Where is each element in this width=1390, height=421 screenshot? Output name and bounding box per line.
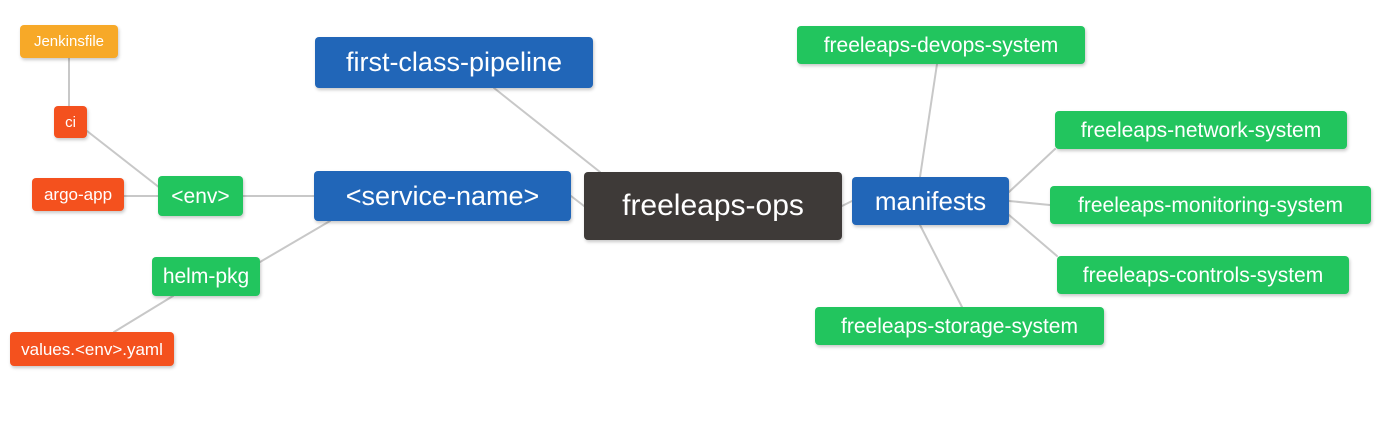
node-values-env-yaml[interactable]: values.<env>.yaml bbox=[10, 332, 174, 366]
edge-manifests-to-freeleaps-devops-system bbox=[919, 63, 938, 178]
node-first-class-pipeline[interactable]: first-class-pipeline bbox=[315, 37, 593, 88]
edge-manifests-to-freeleaps-monitoring-system bbox=[1008, 200, 1051, 206]
node-argo-app[interactable]: argo-app bbox=[32, 178, 124, 211]
edge-service-name-to-helm-pkg bbox=[259, 220, 331, 263]
edge-freeleaps-ops-to-manifests bbox=[841, 200, 853, 207]
node-jenkinsfile[interactable]: Jenkinsfile bbox=[20, 25, 118, 58]
node-freeleaps-devops-system[interactable]: freeleaps-devops-system bbox=[797, 26, 1085, 64]
edge-helm-pkg-to-values-env-yaml bbox=[113, 295, 174, 333]
node-freeleaps-controls-system[interactable]: freeleaps-controls-system bbox=[1057, 256, 1349, 294]
node-helm-pkg[interactable]: helm-pkg bbox=[152, 257, 260, 296]
node-freeleaps-monitoring-system[interactable]: freeleaps-monitoring-system bbox=[1050, 186, 1371, 224]
node-freeleaps-storage-system[interactable]: freeleaps-storage-system bbox=[815, 307, 1104, 345]
node-manifests[interactable]: manifests bbox=[852, 177, 1009, 225]
edge-env-to-ci bbox=[86, 130, 161, 189]
edge-freeleaps-ops-to-service-name bbox=[570, 195, 585, 207]
edge-manifests-to-freeleaps-controls-system bbox=[1008, 214, 1058, 257]
node-freeleaps-network-system[interactable]: freeleaps-network-system bbox=[1055, 111, 1347, 149]
node-freeleaps-ops[interactable]: freeleaps-ops bbox=[584, 172, 842, 240]
node-service-name[interactable]: <service-name> bbox=[314, 171, 571, 221]
edge-manifests-to-freeleaps-network-system bbox=[1008, 148, 1056, 193]
node-env[interactable]: <env> bbox=[158, 176, 243, 216]
edge-freeleaps-ops-to-first-class-pipeline bbox=[493, 87, 601, 173]
node-ci[interactable]: ci bbox=[54, 106, 87, 138]
edge-manifests-to-freeleaps-storage-system bbox=[919, 224, 963, 308]
